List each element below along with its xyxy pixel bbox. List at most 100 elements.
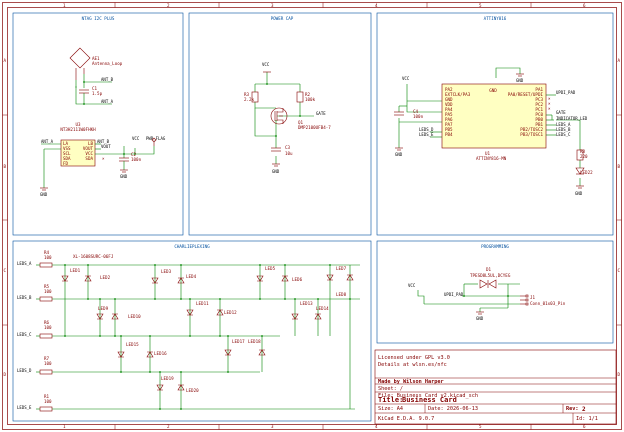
r2-value: 100k <box>305 97 316 102</box>
led9-ref: LED9 <box>98 306 109 311</box>
led15: LED15 <box>117 342 139 358</box>
rev-label: Rev: <box>566 406 579 412</box>
panel-programming-frame <box>376 240 614 344</box>
led5-ref: LED5 <box>265 266 276 271</box>
led20-ref: LED20 <box>186 388 199 393</box>
junction-prog-updi <box>463 295 465 297</box>
r8-resistor <box>576 149 584 161</box>
c2-capacitor <box>119 157 129 170</box>
gnd-label-attiny-left: GND <box>395 152 403 157</box>
vcc-label-power: VCC <box>262 62 270 67</box>
led19-ref: LED19 <box>161 376 174 381</box>
col-label-4: 4 <box>375 3 378 8</box>
u3-pin-vcc: VCC <box>85 151 93 156</box>
led17-ref: LED17 <box>232 339 245 344</box>
attiny-right-wires <box>546 94 581 186</box>
col-label-1-bottom: 1 <box>63 424 66 429</box>
u1-pin-pa6: PA6 <box>445 117 453 122</box>
title-block-frame <box>374 349 617 425</box>
net-gate-attiny: GATE <box>556 110 566 115</box>
row-label-d-right: D <box>618 372 621 377</box>
q1-ref: Q1 <box>298 120 304 125</box>
u3-pin-la: LA <box>63 141 69 146</box>
frame-col-labels: 1 2 3 4 5 6 1 2 3 4 5 6 <box>63 3 586 429</box>
col-label-3-bottom: 3 <box>271 424 274 429</box>
col-label-2-bottom: 2 <box>167 424 170 429</box>
license-line-2: Details at wlsn.es/nfc <box>378 362 447 368</box>
u3-pin-scl: SCL <box>63 151 71 156</box>
u1-pin-gnd: GND <box>489 88 497 93</box>
led6-ref: LED6 <box>292 277 303 282</box>
sheet-inner-border <box>7 7 617 425</box>
led5: LED5 <box>256 266 276 282</box>
c3-ref: C3 <box>285 145 291 150</box>
led18: LED18 <box>248 339 266 356</box>
led22-ref: LED22 <box>580 170 593 175</box>
j1-connector <box>520 294 529 306</box>
r3-ref: R3 <box>244 92 250 97</box>
u1-pin-pa1: PA1 <box>535 87 543 92</box>
u1-right-pins: PA1 PA0/RESET/UPDI PC3 PC2 PC1 PC0 PB0 P… <box>508 87 544 137</box>
no-connect-pc3: × <box>548 96 551 101</box>
rev-value: 2 <box>582 406 586 413</box>
col-label-2: 2 <box>167 3 170 8</box>
ae1-ref: AE1 <box>92 56 100 61</box>
u3-pin-lb: LB <box>88 141 94 146</box>
title-block: Licensed under GPL v3.0 Details at wlsn.… <box>374 349 617 425</box>
net-leds-d: LEDS_D <box>17 368 32 373</box>
j1-value: Conn_01x03_Pin <box>530 301 566 306</box>
author-line: Made by Wilson Harper <box>378 379 444 385</box>
r6-value: 100 <box>44 325 52 330</box>
c4-ref: C4 <box>413 109 419 114</box>
frame-row-labels: A B C D A B C D <box>4 58 621 377</box>
panel-charlie-frame <box>12 240 372 422</box>
gnd-label-prog: GND <box>476 316 484 321</box>
gnd-label-power: GND <box>272 169 280 174</box>
row-label-b-right: B <box>618 164 621 169</box>
junction-power-drain <box>275 135 277 137</box>
led2-ref: LED2 <box>100 275 111 280</box>
junction-power-gate <box>299 115 301 117</box>
c2-value: 100n <box>131 157 142 162</box>
led13-ref: LED13 <box>300 301 313 306</box>
c1-ref: C1 <box>92 86 98 91</box>
gnd-symbol-u3 <box>40 187 48 191</box>
sheet-id: Id: 1/1 <box>576 416 598 422</box>
row-label-a-right: A <box>618 58 621 63</box>
file-line: File: Business Card v2.kicad_sch <box>378 393 478 399</box>
q1-value: DMP2100UFB4-7 <box>298 125 331 130</box>
gnd-label-c2: GND <box>120 174 128 179</box>
net-leds-a: LEDS_A <box>17 261 32 266</box>
junction-c1-bottom <box>83 103 85 105</box>
col-label-5-bottom: 5 <box>479 424 482 429</box>
r6-ref: R6 <box>44 320 50 325</box>
led14: LED14 <box>314 306 329 320</box>
junction-c2 <box>123 153 125 155</box>
junction-prog-j1 <box>507 295 509 297</box>
r7-ref: R7 <box>44 356 50 361</box>
led8: LED8 <box>336 274 354 297</box>
u1-pin-pa5: PA5 <box>445 112 453 117</box>
u1-pin-pc0: PC0 <box>535 112 543 117</box>
j1-ref: J1 <box>530 295 536 300</box>
panel-programming: PROGRAMMING D1 TPESD8L5UL,DCYEG VCC UPDI… <box>376 240 614 344</box>
size-label: Size: A4 <box>378 406 403 412</box>
gnd-symbol-c2 <box>120 169 128 173</box>
net-vout: VOUT <box>101 144 111 149</box>
led1: LED1 <box>61 268 81 282</box>
col-label-4-bottom: 4 <box>375 424 378 429</box>
net-gate-power: GATE <box>316 111 326 116</box>
r5-value: 100 <box>44 289 52 294</box>
led10: LED10 <box>111 313 141 320</box>
pwr-flag-symbol <box>135 137 157 155</box>
u3-ref: U3 <box>75 122 81 127</box>
c3-value: 10u <box>285 151 293 156</box>
u3-pin-fd: FD <box>63 161 69 166</box>
no-connect-pc2: × <box>548 101 551 106</box>
date-label: Date: 2026-06-13 <box>428 406 478 412</box>
vcc-label-ntag: VCC <box>132 136 140 141</box>
led12-ref: LED12 <box>224 310 237 315</box>
c3-capacitor <box>271 147 281 152</box>
led16-ref: LED16 <box>154 351 167 356</box>
